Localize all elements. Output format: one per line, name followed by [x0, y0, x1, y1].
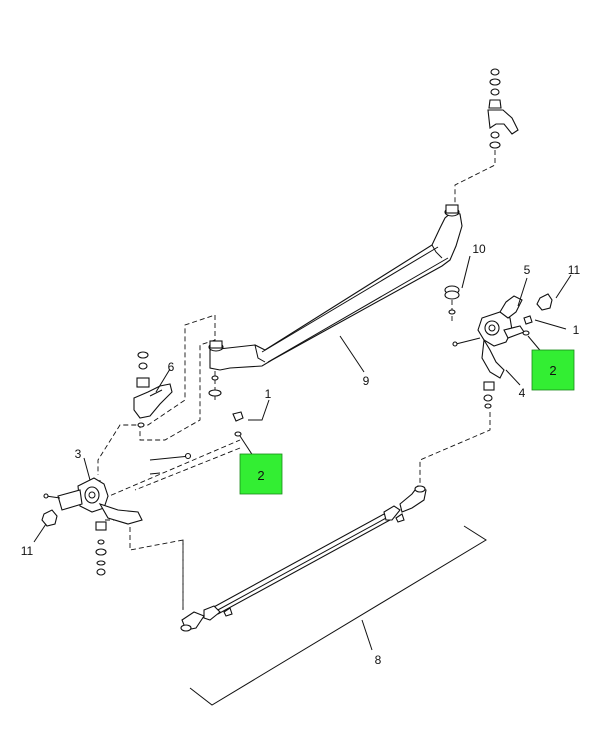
callout-1-right: 1 — [573, 323, 580, 337]
callout-8: 8 — [375, 653, 382, 667]
highlight-box — [531, 349, 575, 391]
tie-rod-assembly — [180, 485, 427, 632]
left-kingpin-nut-11 — [41, 509, 58, 527]
right-kingpin-nut-parts — [522, 293, 553, 336]
highlight-part-2-left: 2 — [239, 453, 283, 495]
callout-4: 4 — [519, 386, 526, 400]
assembly-center-lines — [97, 150, 496, 612]
left-steering-knuckle — [43, 477, 143, 576]
callout-2-right: 2 — [549, 363, 556, 378]
callout-5: 5 — [524, 263, 531, 277]
axle-beam — [208, 204, 463, 397]
washer-part-10 — [444, 285, 460, 315]
highlight-box — [239, 453, 283, 495]
left-tie-rod-pin — [149, 452, 192, 475]
left-steering-arm — [133, 351, 173, 428]
callout-2-left: 2 — [257, 468, 264, 483]
callout-10: 10 — [472, 242, 486, 256]
callout-1-left: 1 — [265, 387, 272, 401]
callout-9: 9 — [363, 374, 370, 388]
callout-3: 3 — [75, 447, 82, 461]
highlight-part-2-right: 2 — [531, 349, 575, 391]
upper-kingpin-parts — [487, 68, 519, 149]
callout-11-right: 11 — [568, 263, 581, 277]
callout-11-left: 11 — [21, 544, 34, 558]
tie-rod-bracket — [189, 525, 487, 706]
callout-6: 6 — [168, 360, 175, 374]
left-castle-nut — [232, 411, 244, 437]
callout-labels: 1 1 3 4 5 6 8 9 10 11 11 — [21, 242, 581, 667]
right-steering-knuckle — [452, 295, 525, 409]
